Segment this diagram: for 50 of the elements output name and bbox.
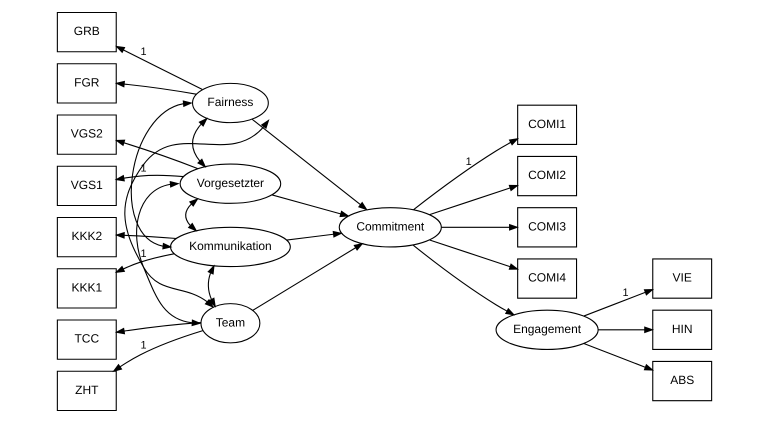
arrow <box>428 184 519 216</box>
arrow <box>184 198 198 232</box>
arrow <box>252 242 364 311</box>
arrow <box>114 232 176 240</box>
node-box: HIN <box>652 310 712 350</box>
node-box: COMI4 <box>516 258 577 299</box>
node-box: COMI2 <box>516 156 577 196</box>
arrow <box>271 194 350 218</box>
node-ellipse: Kommunikation <box>169 226 290 268</box>
node-box: FGR <box>56 63 116 104</box>
arrow <box>114 46 202 90</box>
node-ellipse: Fairness <box>191 82 268 124</box>
node-box: VGS2 <box>56 114 116 155</box>
arrow <box>114 322 200 334</box>
node-box: TCC <box>56 319 116 360</box>
node-ellipse: Vorgesetzter <box>179 164 281 204</box>
arrow <box>428 239 519 270</box>
node-box: ABS <box>652 360 712 402</box>
arrow <box>114 174 183 182</box>
node-box: COMI1 <box>516 104 577 145</box>
edge-label: 1 <box>465 156 472 168</box>
node-box: COMI3 <box>516 207 577 248</box>
arrow <box>192 118 208 168</box>
node-box: KKK1 <box>56 268 116 309</box>
node-box: KKK2 <box>56 216 116 258</box>
edge-label: 1 <box>622 287 628 299</box>
edge-label: 1 <box>140 248 146 260</box>
arrow <box>441 224 518 231</box>
arrow <box>286 230 342 241</box>
node-box: ZHT <box>56 370 116 412</box>
arrow <box>124 119 269 308</box>
arrow <box>130 100 192 250</box>
edge-label: 1 <box>140 46 146 58</box>
arrow <box>583 343 654 371</box>
arrow <box>112 330 203 372</box>
arrow <box>206 264 216 308</box>
node-ellipse: Engagement <box>495 310 598 350</box>
edge-label: 1 <box>140 339 146 352</box>
node-box: GRB <box>56 12 116 52</box>
arrow <box>114 80 196 95</box>
arrow <box>583 288 654 317</box>
arrow <box>412 244 515 316</box>
arrow <box>114 253 174 273</box>
arrow <box>412 138 518 210</box>
arrow <box>598 326 654 334</box>
node-box: VGS1 <box>56 166 116 206</box>
arrow <box>251 118 368 210</box>
node-box: VIE <box>652 258 712 299</box>
node-ellipse: Team <box>200 303 260 344</box>
arrow <box>114 140 198 170</box>
